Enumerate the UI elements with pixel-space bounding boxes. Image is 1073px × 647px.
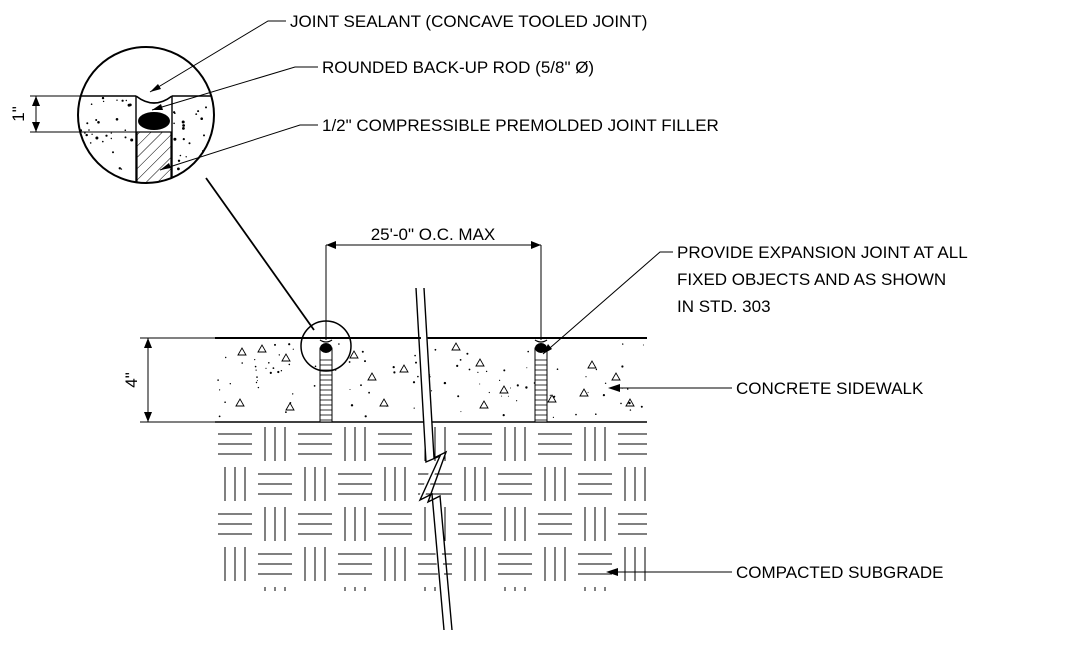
detail-joint-filler [136, 131, 172, 183]
detail-joint-sealant [135, 95, 173, 104]
thickness-label: 4" [122, 372, 141, 388]
sealant-depth-label: 1" [9, 106, 28, 122]
expansion-note-line1: PROVIDE EXPANSION JOINT AT ALL [677, 243, 968, 262]
spacing-dimension: 25'-0" O.C. MAX [325, 225, 542, 340]
joint-detail-callout [77, 46, 215, 184]
joint-sealant-label: JOINT SEALANT (CONCAVE TOOLED JOINT) [290, 12, 647, 31]
concrete-sidewalk-label: CONCRETE SIDEWALK [736, 379, 924, 398]
joint-filler-label: 1/2" COMPRESSIBLE PREMOLDED JOINT FILLER [322, 116, 719, 135]
sealant-depth-dimension: 1" [9, 95, 80, 133]
right-leaders [542, 251, 732, 573]
spacing-label: 25'-0" O.C. MAX [371, 225, 496, 244]
detail-circle-outline [77, 46, 215, 184]
subgrade-basketweave-pattern [218, 427, 647, 591]
expansion-joint-right [534, 339, 548, 423]
detail-leaders [149, 20, 318, 331]
detail-backup-rod [138, 112, 170, 130]
compacted-subgrade-label: COMPACTED SUBGRADE [736, 563, 944, 582]
compacted-subgrade [218, 427, 647, 591]
expansion-joint-left [319, 339, 333, 423]
joint-reference-circle [300, 320, 352, 372]
thickness-dimension: 4" [122, 337, 215, 423]
expansion-note-line3: IN STD. 303 [677, 297, 771, 316]
backup-rod-label: ROUNDED BACK-UP ROD (5/8" Ø) [322, 58, 594, 77]
break-line [415, 287, 453, 631]
expansion-note-line2: FIXED OBJECTS AND AS SHOWN [677, 270, 946, 289]
